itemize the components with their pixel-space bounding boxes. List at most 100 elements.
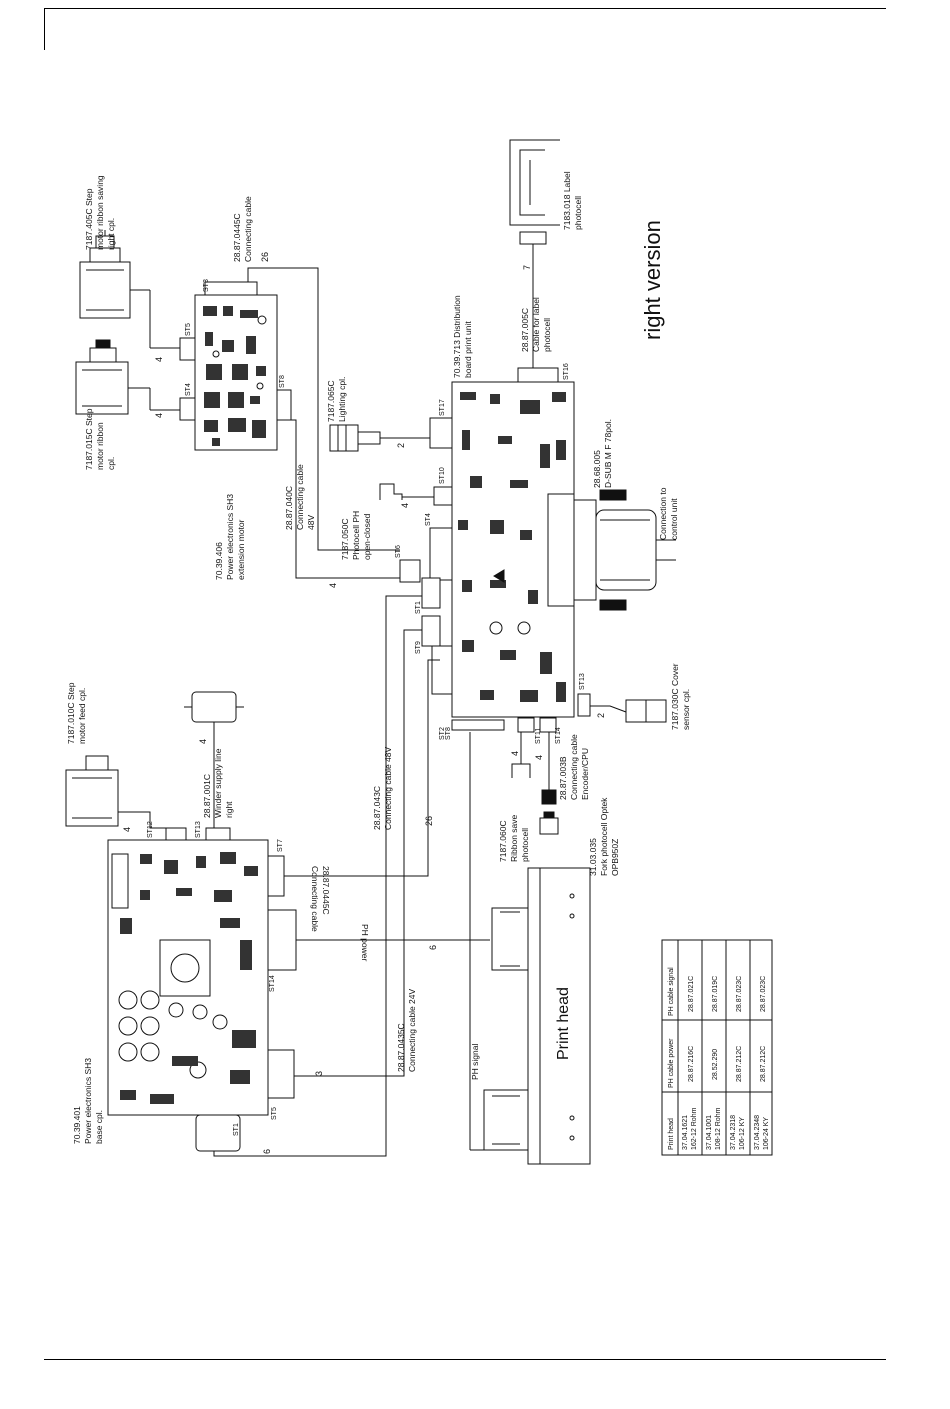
svg-text:base cpl.: base cpl. (94, 1110, 104, 1144)
svg-text:28.87.0445C: 28.87.0445C (232, 213, 242, 262)
svg-text:ST4: ST4 (185, 383, 192, 396)
table-header: PH cable power (668, 1038, 675, 1088)
svg-text:4: 4 (198, 739, 208, 744)
table-header: Print head (668, 1118, 675, 1150)
svg-text:70.39.713 Distribution: 70.39.713 Distribution (452, 295, 462, 378)
svg-text:ST11: ST11 (535, 728, 542, 744)
svg-text:open-closed: open-closed (362, 513, 372, 560)
svg-text:Ribbon save: Ribbon save (509, 814, 519, 862)
table-cell: 37.04.1001 (706, 1115, 713, 1150)
svg-text:ST13: ST13 (195, 821, 202, 838)
svg-text:7187.060C: 7187.060C (498, 820, 508, 862)
power-ext-label: 70.39.406 Power electronics SH3 extensio… (214, 494, 246, 580)
svg-text:ST8: ST8 (445, 727, 452, 740)
svg-text:ST6: ST6 (395, 545, 402, 558)
svg-text:Connecting cable 48V: Connecting cable 48V (383, 746, 393, 830)
distribution-board (399, 367, 591, 733)
svg-text:28.87.005C: 28.87.005C (520, 308, 530, 352)
cover-sensor-label: 7187.030C Cover sensor cpl. 2 (596, 663, 691, 730)
svg-text:ST12: ST12 (147, 821, 154, 838)
svg-text:4: 4 (400, 503, 410, 508)
svg-text:6: 6 (428, 945, 438, 950)
print-head (483, 867, 591, 1165)
svg-text:28.87.0445C: 28.87.0445C (321, 866, 331, 915)
label-photocell-text: 7183.018 Label photocell 7 28.87.005C Ca… (520, 171, 583, 352)
step-motor-ribbon-right-label: 7187.405C Step motor ribbon saving right… (84, 175, 116, 250)
svg-text:6: 6 (262, 1149, 272, 1154)
svg-text:ST7: ST7 (277, 839, 284, 852)
table-cell: 37.04.2348 (754, 1115, 761, 1150)
svg-text:extension motor: extension motor (236, 519, 246, 580)
distribution-label: 70.39.713 Distribution board print unit (452, 295, 473, 378)
lighting-unit (329, 424, 430, 452)
table-header: PH cable signal (668, 967, 675, 1016)
table-cell: 106-24 KY (763, 1117, 770, 1150)
table-cell: 106-12 KY (739, 1117, 746, 1150)
svg-text:photocell: photocell (520, 828, 530, 862)
svg-text:ST8: ST8 (279, 375, 286, 388)
label-photocell (509, 139, 560, 368)
ribbon-save-photocell-shape (511, 732, 559, 835)
step-motor-feed-label: 7187.010C Step motor feed cpl. 4 (66, 682, 132, 832)
svg-text:28.87.0435C: 28.87.0435C (396, 1023, 406, 1072)
power-base-connectors: ST12 ST13 ST7 ST14 ST5 ST1 (147, 821, 284, 1136)
svg-text:Fork photocell Optek: Fork photocell Optek (599, 797, 609, 876)
svg-text:7187.010C Step: 7187.010C Step (66, 682, 76, 744)
svg-text:ST13: ST13 (579, 673, 586, 690)
svg-text:right cpl.: right cpl. (106, 218, 116, 250)
svg-text:Connecting cable: Connecting cable (243, 196, 253, 262)
power-ext-connectors: ST3 ST5 ST4 ST8 (185, 279, 286, 396)
lower-mid-labels: 4 4 28.87.003B Connecting cable Encoder/… (498, 734, 620, 876)
svg-text:ST14: ST14 (555, 727, 562, 744)
svg-text:7187.030C Cover: 7187.030C Cover (670, 663, 680, 730)
svg-text:4: 4 (510, 751, 520, 756)
svg-text:28.87.043C: 28.87.043C (372, 786, 382, 830)
svg-text:28.87.001C: 28.87.001C (202, 774, 212, 818)
svg-text:control unit: control unit (669, 498, 679, 540)
table-cell: 108-12 Rohm (715, 1107, 722, 1150)
svg-text:Connecting cable 24V: Connecting cable 24V (407, 988, 417, 1072)
cable-48v-040-label: 28.87.040C Connecting cable 48V 4 (284, 464, 338, 588)
svg-text:ST1: ST1 (233, 1123, 240, 1136)
svg-text:48V: 48V (306, 515, 316, 530)
svg-text:26: 26 (260, 252, 270, 262)
svg-text:31.03.035: 31.03.035 (588, 838, 598, 876)
svg-text:7: 7 (522, 265, 532, 270)
svg-text:2: 2 (596, 713, 606, 718)
svg-text:board print unit: board print unit (463, 321, 473, 378)
svg-text:Encoder/CPU: Encoder/CPU (580, 748, 590, 800)
svg-text:28.87.003B: 28.87.003B (558, 756, 568, 800)
page-frame-left (44, 8, 45, 50)
photocell-ph-shape (379, 483, 403, 500)
svg-text:Connecting cable: Connecting cable (310, 866, 320, 932)
print-head-table (661, 939, 773, 1156)
table-cell: 162-12 Rohm (691, 1107, 698, 1150)
svg-text:Cable for label: Cable for label (531, 297, 541, 352)
svg-text:7187.050C: 7187.050C (340, 518, 350, 560)
table-cell: 28.52.290 (712, 1049, 719, 1080)
diagram-title: right version (640, 220, 665, 340)
svg-text:4: 4 (534, 755, 544, 760)
wire-count-motor-b: 4 (154, 413, 164, 418)
power-electronics-base-board (107, 827, 297, 1152)
svg-text:ST5: ST5 (271, 1107, 278, 1120)
svg-text:photocell: photocell (573, 196, 583, 230)
svg-text:7187.015C Step: 7187.015C Step (84, 408, 94, 470)
step-motor-ribbon-label: 7187.015C Step motor ribbon cpl. (84, 408, 116, 470)
page-frame-top (44, 8, 886, 9)
svg-text:2: 2 (396, 443, 406, 448)
svg-text:Winder supply line: Winder supply line (213, 748, 223, 818)
table-cell: 28.87.019C (712, 976, 719, 1012)
winder-supply-label: 4 28.87.001C Winder supply line right (198, 739, 234, 818)
dsub-label: 28.68.005 D-SUB M F 78pol. Connection to… (592, 419, 679, 540)
svg-text:motor ribbon saving: motor ribbon saving (95, 175, 105, 250)
svg-text:Power electronics SH3: Power electronics SH3 (83, 1058, 93, 1144)
page-frame-bottom (44, 1359, 886, 1360)
power-base-label: 70.39.401 Power electronics SH3 base cpl… (72, 1058, 104, 1144)
svg-text:ST1: ST1 (415, 601, 422, 614)
step-motor-ribbon (75, 339, 180, 415)
svg-text:ST16: ST16 (563, 363, 570, 380)
svg-text:Connecting cable: Connecting cable (569, 734, 579, 800)
photocell-ph-label: 7187.050C Photocell PH open-closed 4 (340, 503, 410, 560)
